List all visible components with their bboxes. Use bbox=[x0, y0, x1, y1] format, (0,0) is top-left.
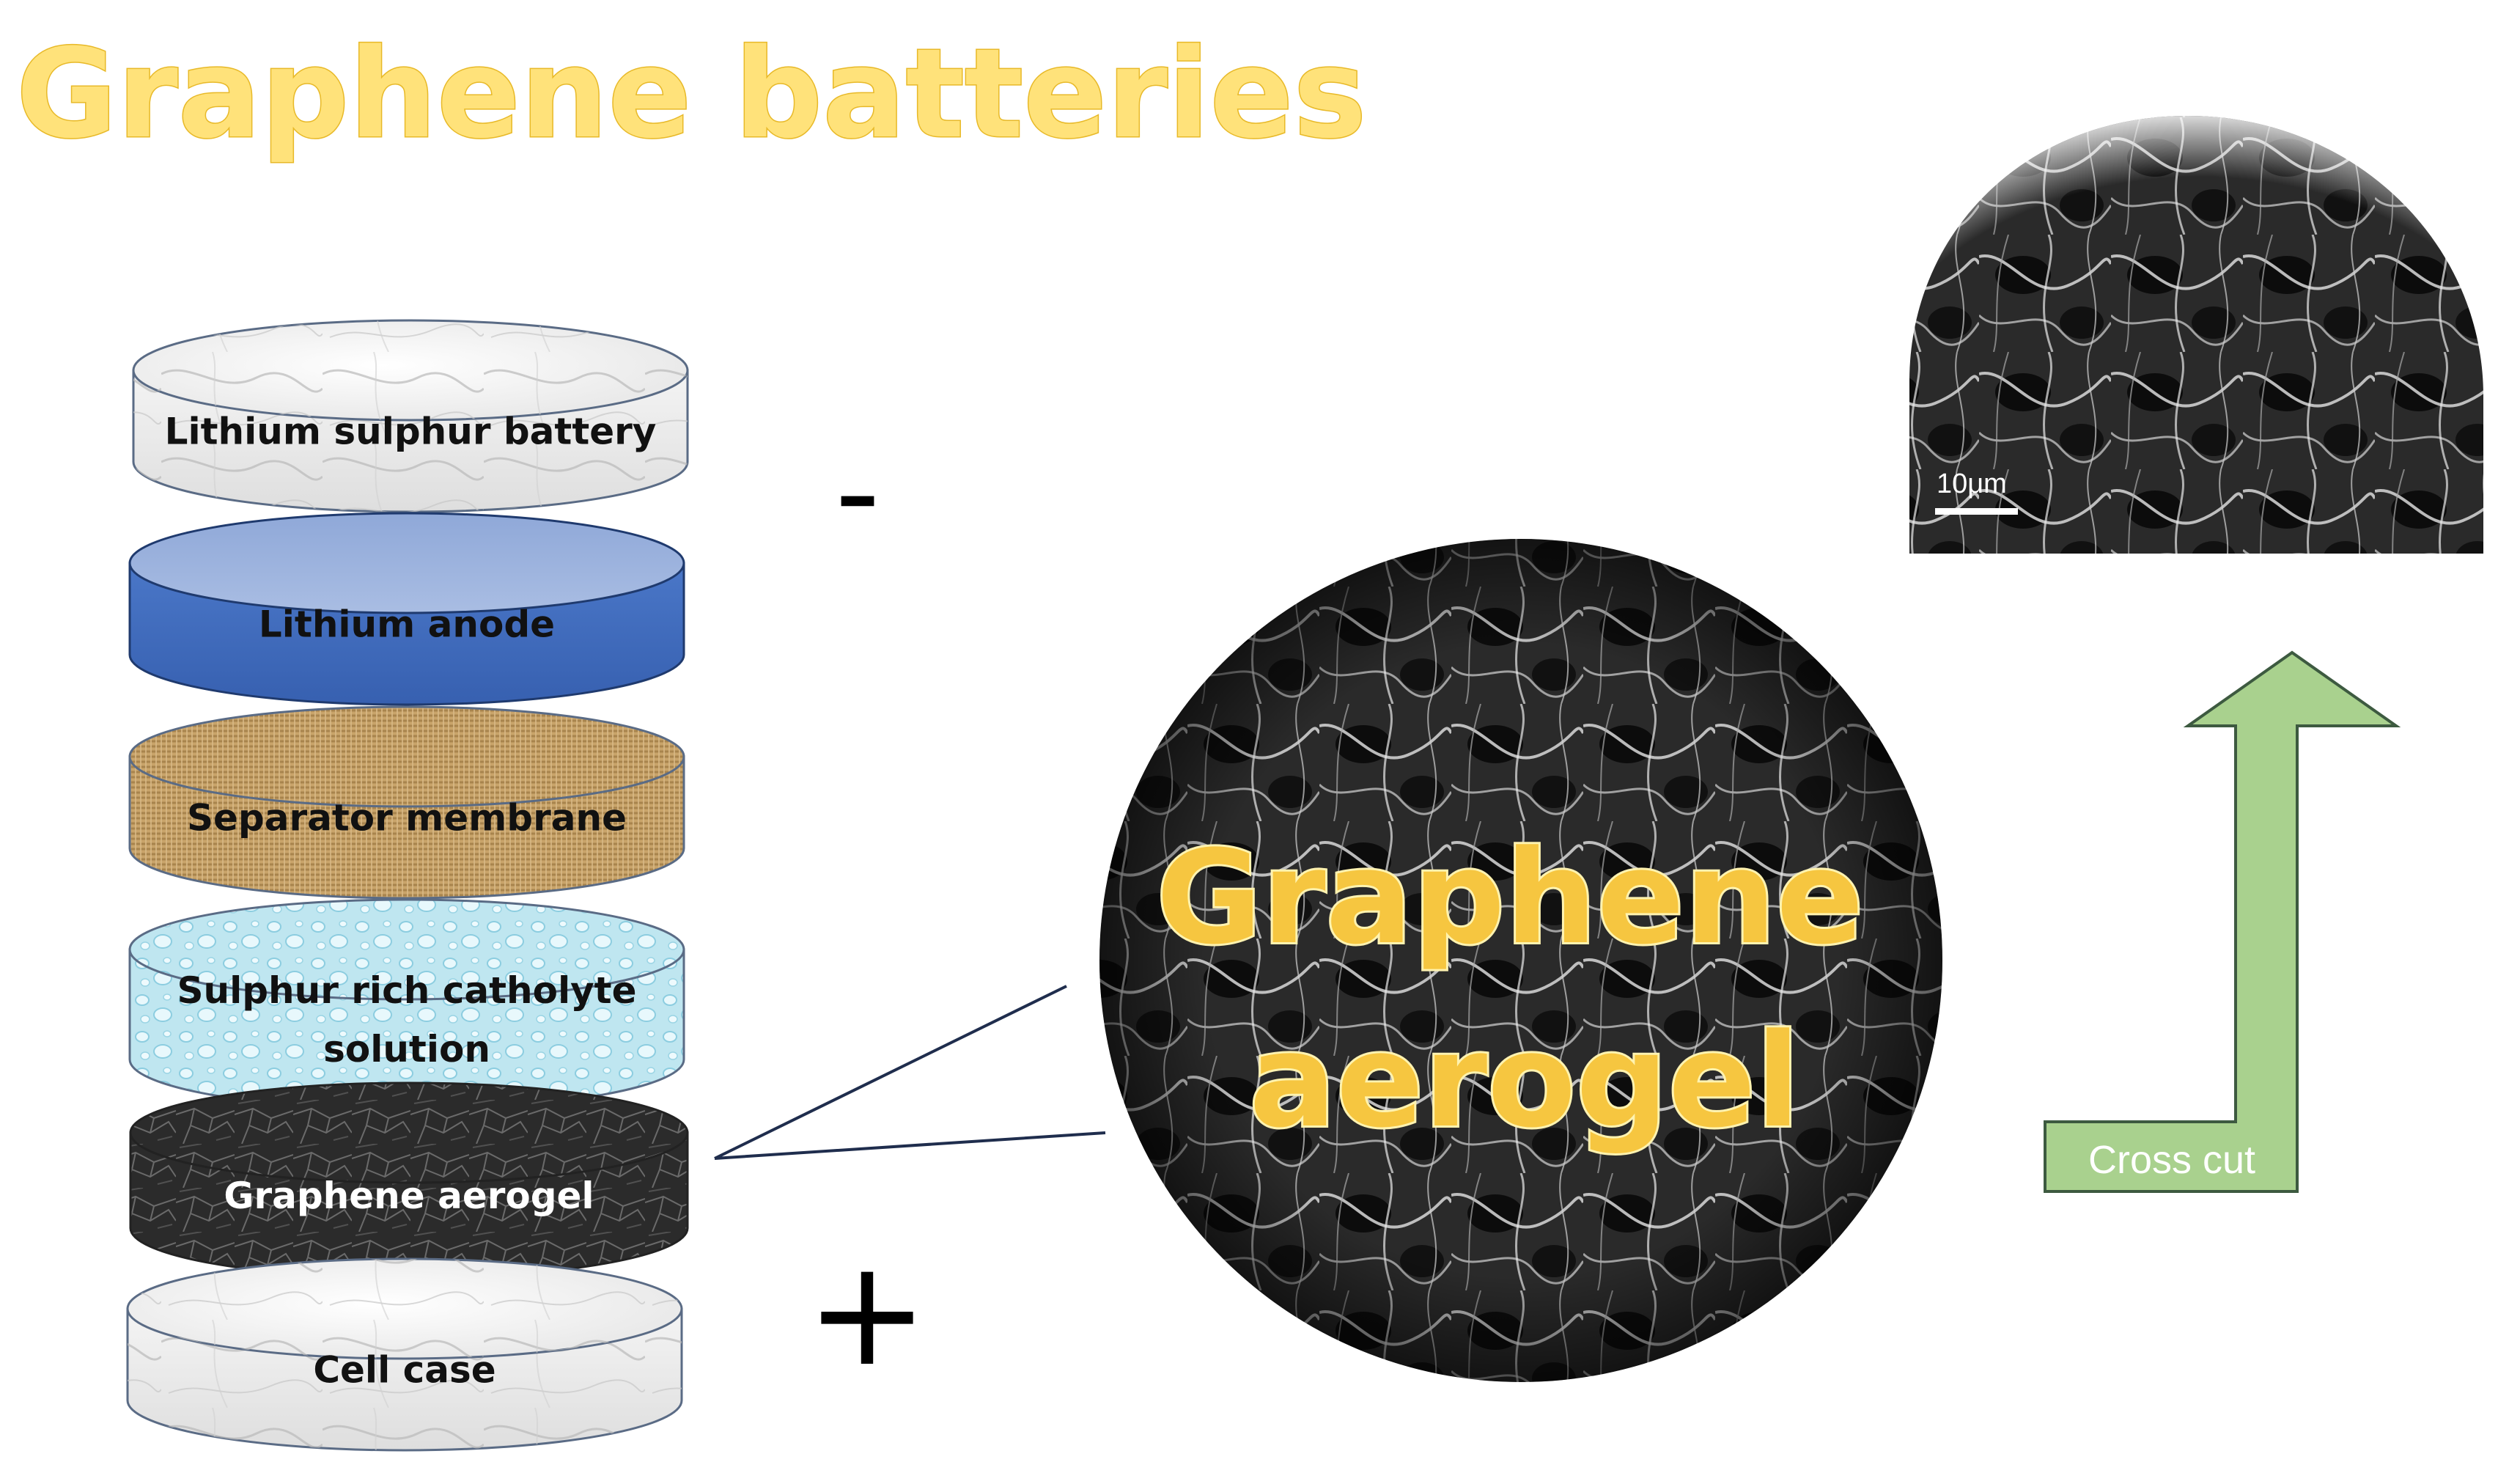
scale-bar bbox=[1935, 508, 2018, 515]
sem-cross-section-image: 10μm bbox=[1909, 116, 2483, 554]
layer-label: Lithium anode bbox=[259, 603, 555, 646]
layer-top bbox=[128, 512, 685, 614]
layer-top bbox=[128, 898, 685, 1001]
battery-layer: Separator membrane bbox=[128, 705, 685, 900]
layer-top bbox=[128, 705, 685, 808]
layer-label: solution bbox=[323, 1028, 490, 1070]
layer-label: Cell case bbox=[313, 1349, 495, 1392]
layer-label: Lithium sulphur battery bbox=[165, 411, 657, 453]
layer-label: Graphene aerogel bbox=[224, 1175, 594, 1217]
layer-top-texture bbox=[128, 1259, 682, 1359]
layer-label: Sulphur rich catholyte bbox=[177, 969, 636, 1012]
aerogel-zoom-circle bbox=[1092, 532, 1950, 1389]
battery-layer: Lithium sulphur battery bbox=[132, 319, 689, 513]
cross-cut-arrow bbox=[2044, 650, 2401, 1193]
scale-bar-label: 10μm bbox=[1937, 469, 2007, 499]
aerogel-label-line1: Graphene bbox=[1156, 823, 1863, 973]
negative-terminal-sign: - bbox=[835, 420, 880, 565]
battery-layer: Graphene aerogel bbox=[129, 1081, 689, 1279]
cross-cut-label: Cross cut bbox=[2088, 1138, 2255, 1182]
battery-layer: Sulphur rich catholyte solution bbox=[128, 898, 685, 1111]
page-title: Graphene batteries bbox=[16, 22, 1367, 166]
battery-layer: Cell case bbox=[126, 1257, 683, 1452]
layer-top bbox=[129, 1081, 689, 1184]
battery-layer: Lithium anode bbox=[128, 512, 685, 706]
positive-terminal-sign: + bbox=[806, 1228, 929, 1399]
layer-label: Separator membrane bbox=[187, 797, 627, 840]
aerogel-label-line2: aerogel bbox=[1249, 1006, 1800, 1156]
layer-top-texture bbox=[133, 320, 688, 420]
zoom-callout-lines bbox=[714, 985, 1106, 1160]
